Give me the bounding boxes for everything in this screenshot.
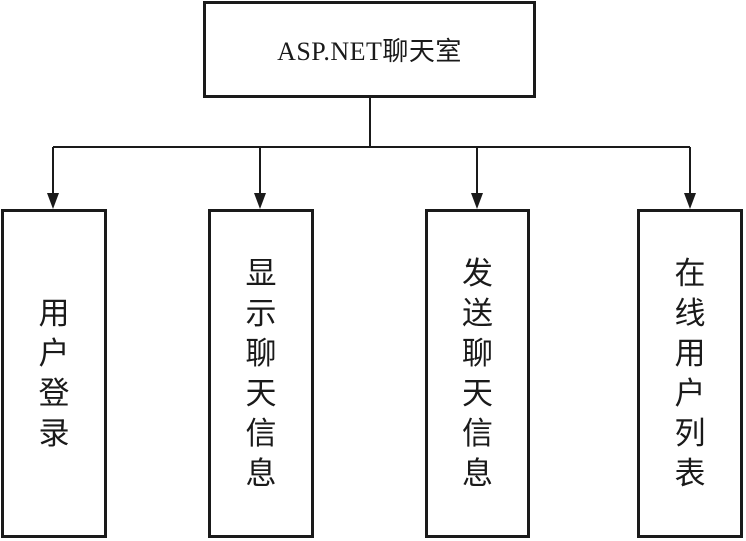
child-node-label: 用户登录 [38, 295, 70, 452]
root-node-label: ASP.NET聊天室 [277, 37, 462, 66]
arrowhead-1 [47, 193, 59, 209]
child-node-display-messages: 显示聊天信息 [208, 209, 314, 538]
arrowhead-3 [471, 193, 483, 209]
child-node-label: 显示聊天信息 [245, 255, 277, 492]
child-node-user-login: 用户登录 [1, 209, 107, 538]
arrowhead-2 [254, 193, 266, 209]
child-node-label: 发送聊天信息 [462, 255, 493, 492]
child-node-online-users: 在线用户列表 [637, 209, 743, 538]
root-node: ASP.NET聊天室 [203, 1, 536, 98]
arrowhead-4 [684, 193, 696, 209]
child-node-send-messages: 发送聊天信息 [425, 209, 530, 538]
child-node-label: 在线用户列表 [674, 255, 706, 492]
